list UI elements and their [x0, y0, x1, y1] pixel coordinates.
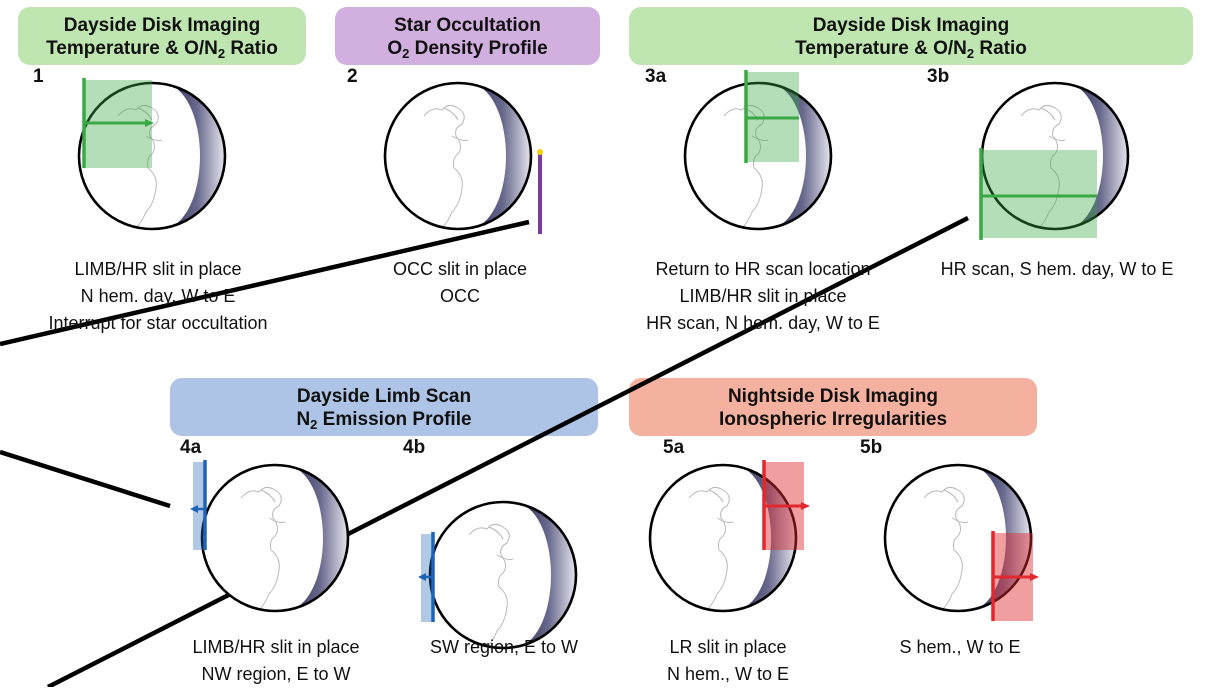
- ray-line-limb: [0, 449, 171, 509]
- header-star-occultation: Star Occultation O2 Density Profile: [335, 7, 600, 65]
- scan-area-3b: [980, 150, 1097, 238]
- caption-line: LR slit in place: [669, 637, 787, 657]
- caption-line: LIMB/HR slit in place: [192, 637, 360, 657]
- caption-line: OCC: [440, 286, 480, 306]
- header-subtitle-text: Ratio: [974, 38, 1027, 59]
- caption-line: N hem., W to E: [666, 664, 790, 684]
- header-title: Star Occultation: [394, 15, 541, 36]
- arrowhead-5a: [801, 502, 810, 510]
- header-dayside-limb-scan: Dayside Limb Scan N2 Emission Profile: [170, 378, 598, 436]
- header-subtitle-text: Ratio: [225, 38, 278, 59]
- scan-area-1: [84, 80, 152, 168]
- panel-label-2: 2: [347, 66, 358, 87]
- header-title: Dayside Disk Imaging: [812, 15, 1010, 36]
- arrowhead-4a: [190, 505, 198, 513]
- caption-line: OCC slit in place: [392, 259, 528, 279]
- header-dayside-disk-imaging-3: Dayside Disk Imaging Temperature & O/N2 …: [629, 7, 1193, 65]
- caption-line: LIMB/HR slit in place: [74, 259, 242, 279]
- caption-line: S hem., W to E: [899, 637, 1021, 657]
- earth-panel-5a: [648, 463, 798, 613]
- header-subscript: 2: [966, 46, 975, 61]
- star-marker: [537, 149, 543, 155]
- scan-area-5a: [764, 462, 804, 550]
- header-subtitle-text: Emission Profile: [317, 409, 472, 430]
- panel-label-1: 1: [33, 66, 44, 87]
- panel-label-5b: 5b: [860, 437, 883, 458]
- header-subtitle-text: O: [387, 38, 403, 59]
- caption-5a: LR slit in place N hem., W to E: [628, 634, 828, 688]
- panel-label-3b: 3b: [927, 66, 950, 87]
- caption-4b: SW region, E to W: [404, 634, 604, 661]
- caption-line: Return to HR scan location: [655, 259, 871, 279]
- caption-1: LIMB/HR slit in place N hem. day, W to E…: [0, 256, 316, 337]
- caption-line: LIMB/HR slit in place: [679, 286, 847, 306]
- arrowhead-1: [145, 119, 154, 127]
- panel-label-4b: 4b: [403, 437, 426, 458]
- caption-line: NW region, E to W: [201, 664, 351, 684]
- caption-2: OCC slit in place OCC: [370, 256, 550, 310]
- scan-area-3a: [746, 72, 799, 162]
- header-subtitle: Temperature & O/N2 Ratio: [629, 37, 1193, 61]
- header-title: Dayside Disk Imaging: [63, 15, 261, 36]
- caption-line: SW region, E to W: [429, 637, 579, 657]
- header-subscript: 2: [217, 46, 226, 61]
- header-subtitle: O2 Density Profile: [335, 37, 600, 61]
- caption-line: HR scan, N hem. day, W to E: [646, 313, 880, 333]
- caption-3b: HR scan, S hem. day, W to E: [918, 256, 1196, 283]
- header-title: Dayside Limb Scan: [296, 386, 472, 407]
- earth-panel-2: [383, 81, 533, 231]
- caption-4a: LIMB/HR slit in place NW region, E to W: [160, 634, 392, 688]
- arrowhead-5b: [1030, 573, 1039, 581]
- caption-3a: Return to HR scan location LIMB/HR slit …: [620, 256, 906, 337]
- panel-label-4a: 4a: [180, 437, 202, 458]
- header-subtitle: Ionospheric Irregularities: [718, 409, 948, 430]
- header-title: Nightside Disk Imaging: [727, 386, 939, 407]
- earth-panel-3a: [683, 81, 833, 231]
- earth-panel-3b: [980, 81, 1130, 231]
- earth-panel-4a: [200, 463, 350, 613]
- limb-band-4a: [193, 462, 206, 550]
- earth-panel-1: [77, 81, 227, 231]
- header-subscript: 2: [310, 417, 318, 432]
- header-dayside-disk-imaging-1: Dayside Disk Imaging Temperature & O/N2 …: [18, 7, 306, 65]
- caption-line: HR scan, S hem. day, W to E: [940, 259, 1174, 279]
- caption-line: N hem. day, W to E: [80, 286, 236, 306]
- panel-label-5a: 5a: [663, 437, 685, 458]
- caption-line: Interrupt for star occultation: [48, 313, 268, 333]
- header-subtitle-text: Temperature & O/N: [46, 38, 218, 59]
- caption-5b: S hem., W to E: [880, 634, 1040, 661]
- header-subtitle-text: N: [296, 409, 311, 430]
- scan-area-5b: [993, 533, 1033, 621]
- header-nightside-disk-imaging: Nightside Disk Imaging Ionospheric Irreg…: [629, 378, 1037, 436]
- panel-label-3a: 3a: [645, 66, 667, 87]
- earth-panel-4b: [428, 500, 578, 650]
- limb-band-4b: [421, 534, 434, 622]
- header-subtitle-text: Density Profile: [409, 38, 548, 59]
- earth-panel-5b: [883, 463, 1033, 613]
- header-subtitle: Temperature & O/N2 Ratio: [18, 37, 306, 61]
- arrowhead-4b: [418, 573, 426, 581]
- header-subscript: 2: [402, 46, 410, 61]
- header-subtitle-text: Temperature & O/N: [795, 38, 967, 59]
- header-subtitle: N2 Emission Profile: [170, 408, 598, 432]
